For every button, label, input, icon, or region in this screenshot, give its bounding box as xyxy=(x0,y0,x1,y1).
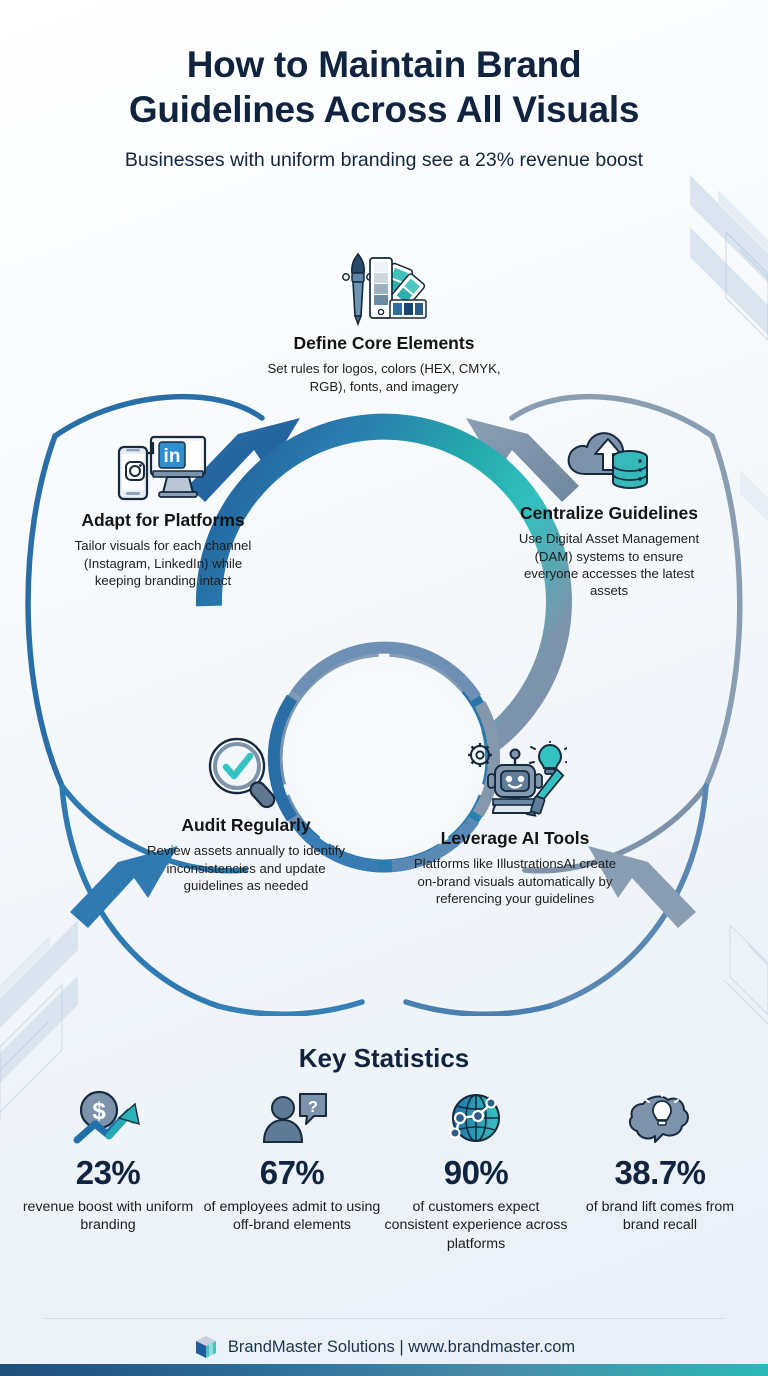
page-title-line-2: Guidelines Across All Visuals xyxy=(128,89,640,131)
cycle-step-title: Audit Regularly xyxy=(181,815,311,835)
magnifier-check-icon xyxy=(208,737,276,809)
page-title-line-1: How to Maintain Brand xyxy=(186,44,582,85)
instagram-glyph xyxy=(125,461,145,481)
cycle-diagram: Define Core Elements Set rules for logos… xyxy=(0,186,768,1016)
cycle-step-title: Leverage AI Tools xyxy=(440,828,590,848)
cycle-hub xyxy=(267,638,501,873)
dollar-growth-icon: $ xyxy=(73,1090,140,1144)
cycle-arrowheads xyxy=(70,418,696,928)
brain-bulb-icon xyxy=(628,1092,689,1143)
paintbrush-swatches-icon xyxy=(342,252,427,327)
svg-text:?: ? xyxy=(308,1099,318,1116)
footer-divider xyxy=(44,1318,724,1319)
stat-card-revenue-boost[interactable]: $ 23% revenue boost with uniform brandin… xyxy=(16,1090,200,1253)
cycle-step-adapt-for-platforms[interactable]: in Adapt for Platforms Tailor visuals fo… xyxy=(62,431,264,589)
footer: BrandMaster Solutions | www.brandmaster.… xyxy=(0,1330,768,1364)
globe-network-icon xyxy=(449,1094,500,1142)
stat-card-consistency[interactable]: 90% of customers expect consistent exper… xyxy=(384,1090,568,1253)
cycle-step-desc: Set rules for logos, colors (HEX, CMYK, … xyxy=(267,361,501,394)
stat-label: of brand lift comes from brand recall xyxy=(585,1199,735,1234)
devices-social-icon: in xyxy=(117,435,207,501)
petal-outlines xyxy=(25,393,743,1016)
cycle-step-desc: Use Digital Asset Management (DAM) syste… xyxy=(518,531,700,598)
key-statistics-heading: Key Statistics xyxy=(298,1043,470,1073)
cycle-step-leverage-ai-tools[interactable]: Leverage AI Tools Platforms like Illustr… xyxy=(412,741,618,907)
cube-logo-icon xyxy=(195,1336,216,1358)
key-statistics-row: $ 23% revenue boost with uniform brandin… xyxy=(16,1090,752,1253)
stat-label: of customers expect consistent experienc… xyxy=(384,1199,568,1252)
cycle-step-centralize-guidelines[interactable]: Centralize Guidelines Use Digital Asset … xyxy=(512,424,706,599)
robot-brush-icon xyxy=(468,741,567,817)
svg-text:$: $ xyxy=(92,1098,106,1125)
cycle-step-title: Adapt for Platforms xyxy=(81,510,245,530)
bottom-accent-bar xyxy=(0,1364,768,1376)
cycle-step-define-core-elements[interactable]: Define Core Elements Set rules for logos… xyxy=(250,246,518,395)
cycle-step-audit-regularly[interactable]: Audit Regularly Review assets annually t… xyxy=(140,736,352,894)
cycle-step-desc: Review assets annually to identify incon… xyxy=(147,843,345,893)
cycle-step-desc: Platforms like IllustrationsAI create on… xyxy=(413,856,617,906)
stat-card-brand-lift[interactable]: 38.7% of brand lift comes from brand rec… xyxy=(568,1090,752,1253)
stat-card-off-brand[interactable]: ? 67% of employees admit to using off-br… xyxy=(200,1090,384,1253)
svg-text:in: in xyxy=(164,446,181,467)
stat-value: 23% xyxy=(75,1154,141,1191)
person-question-icon: ? xyxy=(262,1093,327,1143)
cycle-step-title: Define Core Elements xyxy=(293,333,475,353)
footer-text: BrandMaster Solutions | www.brandmaster.… xyxy=(227,1337,576,1356)
cycle-step-title: Centralize Guidelines xyxy=(520,503,698,523)
infographic-header: How to Maintain Brand Guidelines Across … xyxy=(0,0,768,172)
bulb-icon xyxy=(529,741,567,775)
stat-value: 67% xyxy=(259,1154,325,1191)
stat-value: 90% xyxy=(443,1154,509,1191)
cloud-database-icon xyxy=(567,432,648,489)
stat-label: of employees admit to using off-brand el… xyxy=(203,1199,381,1234)
cycle-graphics xyxy=(25,393,743,1016)
database-cylinder xyxy=(612,450,648,489)
page-title: How to Maintain Brand Guidelines Across … xyxy=(0,42,768,132)
page-subtitle: Businesses with uniform branding see a 2… xyxy=(124,149,644,172)
stat-label: revenue boost with uniform branding xyxy=(22,1199,194,1234)
stat-value: 38.7% xyxy=(614,1154,706,1191)
cycle-step-desc: Tailor visuals for each channel (Instagr… xyxy=(74,538,252,588)
